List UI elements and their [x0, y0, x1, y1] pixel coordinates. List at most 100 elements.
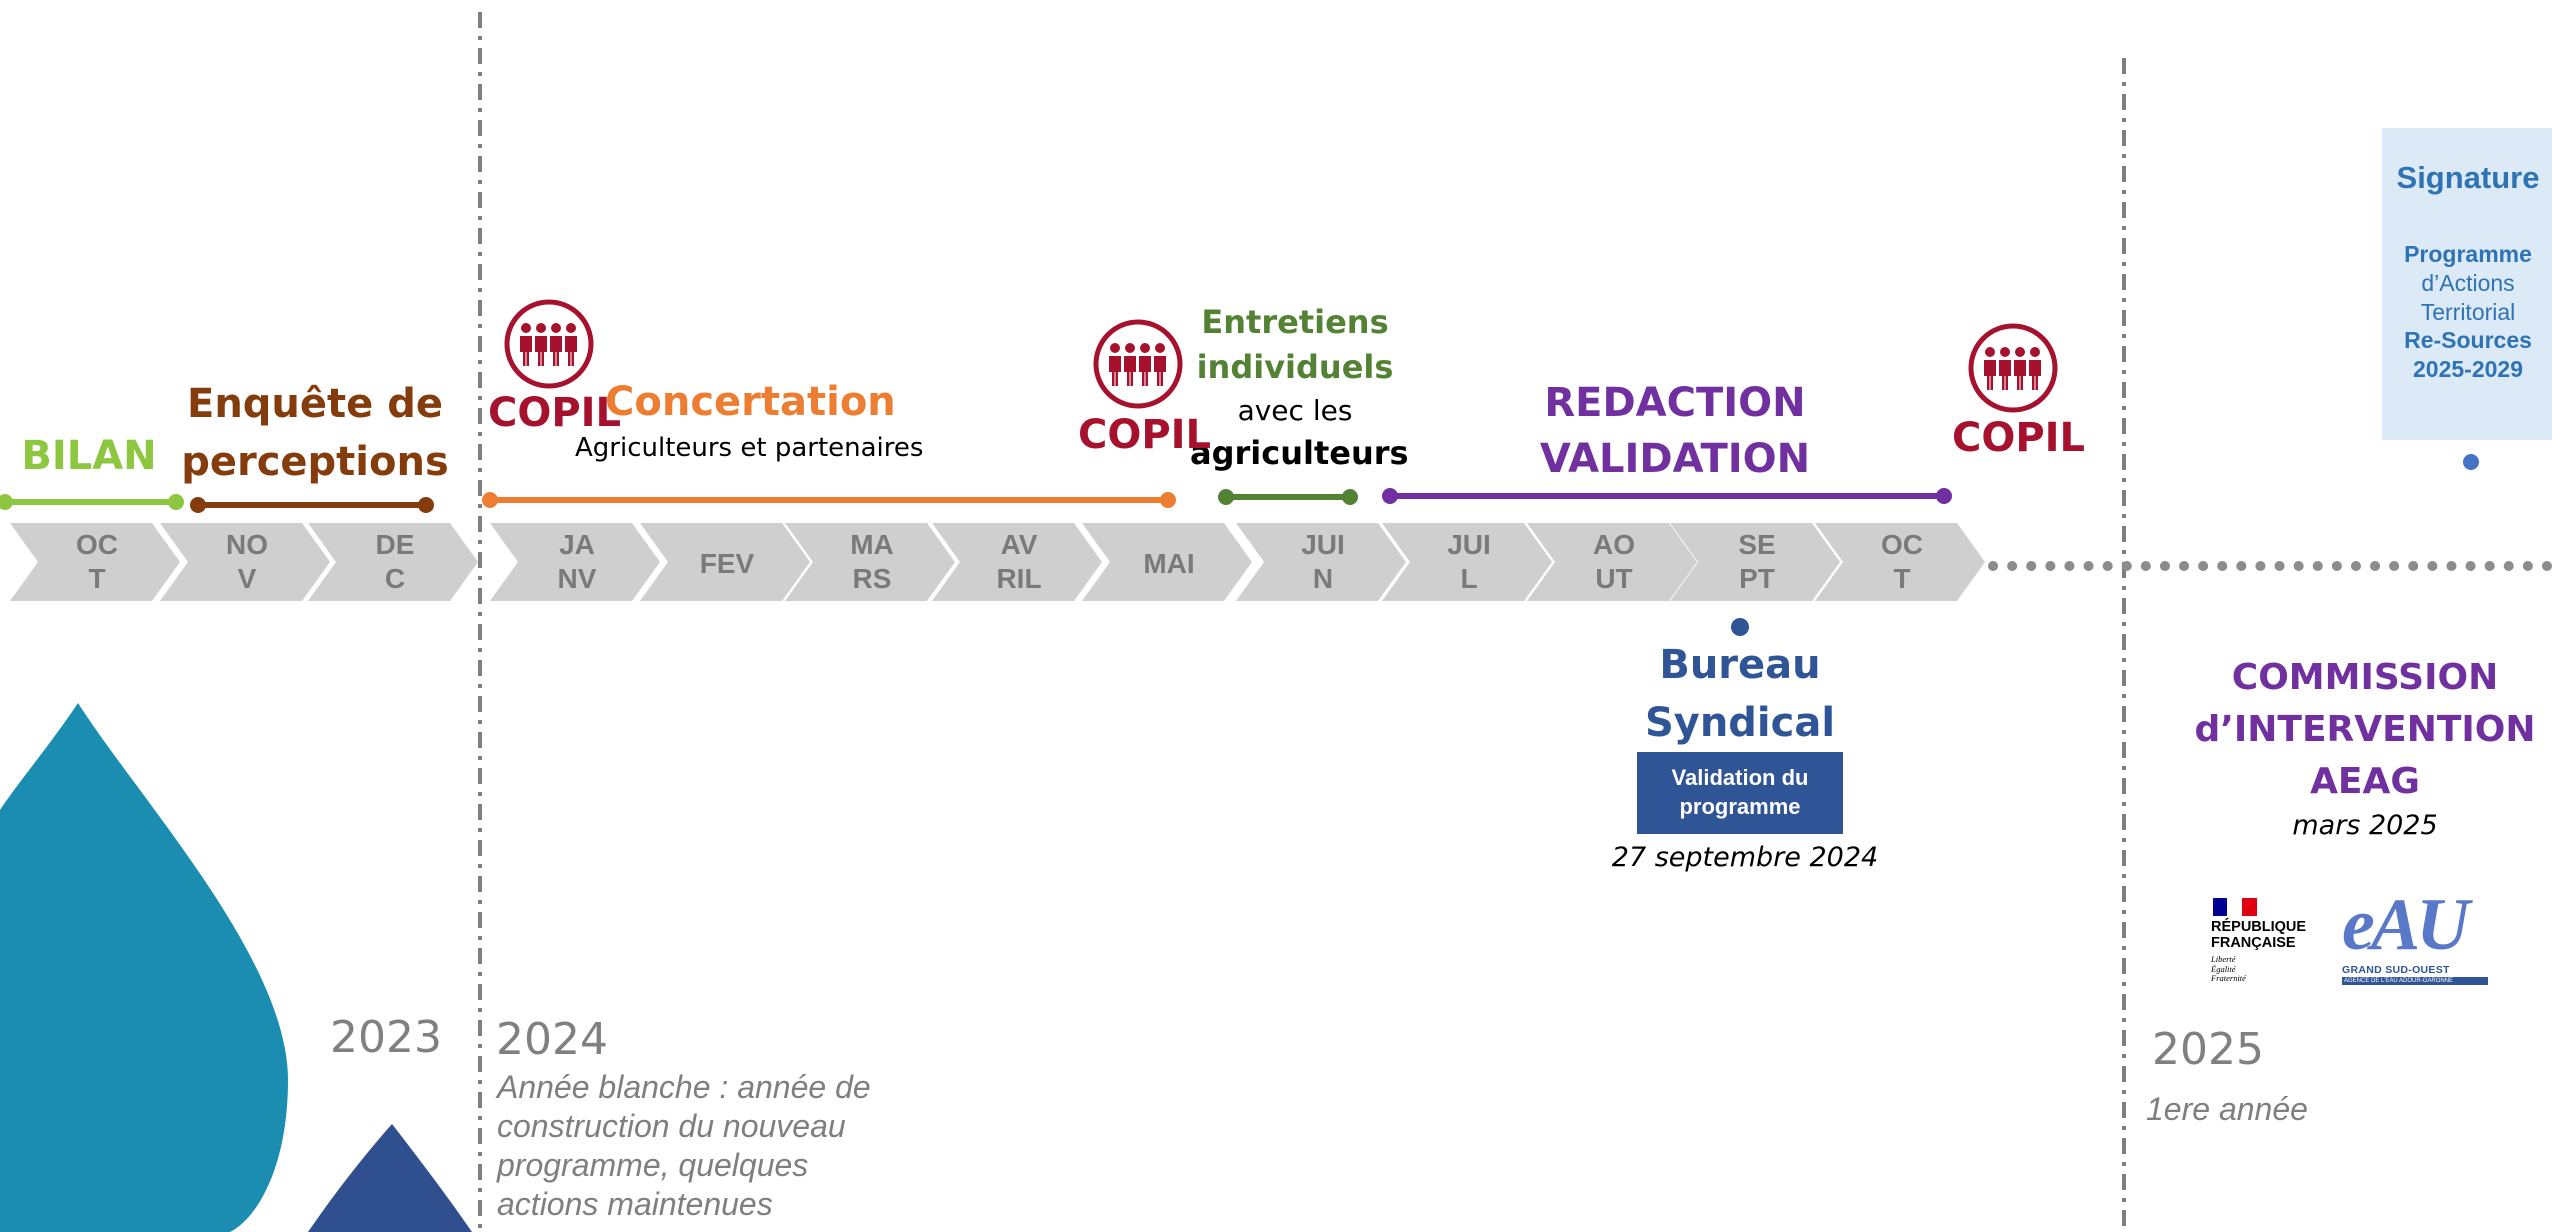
signature-line-2: d’Actions	[2421, 269, 2515, 296]
commission-line-3: AEAG	[2310, 761, 2420, 803]
rf-line-2: FRANÇAISE	[2211, 934, 2296, 951]
enquete-line-2: perceptions	[181, 439, 449, 485]
bilan-label: BILAN	[21, 433, 157, 479]
note-2024-line-4: actions maintenues	[497, 1186, 773, 1223]
month-label: DE	[376, 529, 415, 560]
note-2024-line-2: construction du nouveau	[497, 1108, 846, 1145]
copil-label-1: COPIL	[488, 390, 622, 436]
year-2025: 2025	[2152, 1024, 2264, 1075]
signature-title: Signature	[2396, 160, 2540, 195]
month-chevron: NOV	[160, 523, 330, 601]
commission-label: COMMISSION d’INTERVENTION AEAG	[2185, 652, 2545, 809]
month-label: OC	[1881, 529, 1923, 560]
entretiens-line-2: individuels	[1196, 348, 1394, 387]
marianne-flag-icon	[2213, 898, 2257, 916]
eau-grand-sud-ouest-logo: eAU GRAND SUD-OUEST AGENCE DE L’EAU ADOU…	[2342, 884, 2488, 988]
bureau-syndical-label: Bureau Syndical	[1600, 636, 1880, 752]
copil-label-2: COPIL	[1078, 412, 1212, 458]
concertation-label: Concertation	[605, 379, 896, 425]
month-chevron: DEC	[308, 523, 478, 601]
month-label: JUI	[1447, 529, 1491, 560]
rf-motto-3: Fraternité	[2211, 973, 2246, 984]
entretiens-line-1: Entretiens	[1201, 303, 1389, 341]
republique-francaise-logo: RÉPUBLIQUE FRANÇAISE Liberté Égalité Fra…	[2211, 898, 2319, 990]
month-label: T	[1893, 563, 1910, 594]
bureau-date: 27 septembre 2024	[1611, 842, 1879, 873]
year-2024: 2024	[496, 1014, 608, 1065]
signature-marker-dot	[2463, 454, 2479, 470]
month-chevron: MAI	[1082, 523, 1252, 601]
month-label: NV	[558, 563, 597, 594]
entretiens-bar	[1218, 489, 1358, 505]
copil-people-icon	[1092, 318, 1184, 410]
commission-date: mars 2025	[2292, 810, 2438, 841]
bilan-bar	[0, 494, 184, 510]
eau-line-2: AGENCE DE L’EAU ADOUR-GARONNE	[2342, 977, 2488, 985]
concertation-subtitle: Agriculteurs et partenaires	[575, 433, 924, 463]
validation-programme-box: Validation du programme	[1637, 752, 1843, 834]
month-label: SE	[1738, 529, 1775, 560]
signature-line-3: Territorial	[2420, 298, 2516, 325]
signature-box: Signature Programme d’Actions Territoria…	[2382, 128, 2552, 440]
redaction-line-2: VALIDATION	[1539, 436, 1811, 482]
month-label: RS	[853, 563, 892, 594]
month-label: NO	[226, 529, 268, 560]
enquete-bar	[190, 497, 434, 513]
teal-drop-shape	[0, 703, 288, 1232]
rf-line-1: RÉPUBLIQUE	[2211, 919, 2307, 935]
month-chevron: OCT	[1815, 523, 1985, 601]
commission-line-2: d’INTERVENTION	[2194, 709, 2536, 751]
year-2025-note: 1ere année	[2146, 1091, 2308, 1127]
entretiens-line-3: avec les	[1237, 393, 1353, 427]
copil-people-icon	[503, 298, 595, 390]
month-label: FEV	[700, 548, 755, 579]
bureau-marker-dot	[1731, 618, 1749, 636]
bureau-line-1: Bureau	[1659, 642, 1821, 688]
enquete-label: Enquête de perceptions	[180, 375, 450, 491]
signature-line-1: Programme	[2404, 241, 2532, 267]
month-label: N	[1313, 563, 1333, 594]
signature-line-5: 2025-2029	[2413, 356, 2523, 382]
month-label: L	[1460, 563, 1477, 594]
signature-text: Programme d’Actions Territorial Re-Sourc…	[2382, 240, 2552, 384]
note-2024-line-1: Année blanche : année de	[497, 1069, 871, 1105]
month-label: MAI	[1143, 548, 1194, 579]
month-label: V	[238, 563, 257, 594]
bureau-line-2: Syndical	[1644, 700, 1836, 746]
redaction-label: REDACTION VALIDATION	[1520, 375, 1830, 487]
month-label: MA	[850, 529, 894, 560]
month-label: JA	[559, 529, 595, 560]
note-2024-line-3: programme, quelques	[497, 1147, 809, 1184]
eau-wordmark: eAU	[2342, 884, 2470, 966]
concertation-bar	[482, 492, 1176, 508]
enquete-line-1: Enquête de	[187, 381, 443, 427]
navy-drop-shape	[308, 1124, 472, 1232]
commission-line-1: COMMISSION	[2231, 657, 2499, 698]
year-2024-note: Année blanche : année de construction du…	[497, 1068, 871, 1224]
validation-line-2: programme	[1679, 794, 1801, 819]
month-label: PT	[1739, 563, 1775, 594]
month-label: RIL	[996, 563, 1041, 594]
copil-people-icon	[1967, 322, 2059, 414]
entretiens-label: Entretiens individuels avec les agricult…	[1190, 300, 1409, 476]
signature-line-4: Re-Sources	[2404, 327, 2532, 354]
entretiens-line-4: agriculteurs	[1190, 433, 1409, 472]
month-label: OC	[76, 529, 118, 560]
month-label: UT	[1595, 563, 1632, 594]
month-label: JUI	[1301, 529, 1345, 560]
year-2023: 2023	[330, 1012, 442, 1063]
rf-name: RÉPUBLIQUE FRANÇAISE	[2211, 919, 2319, 952]
month-chevron: OCT	[10, 523, 180, 601]
validation-line-1: Validation du	[1671, 765, 1809, 791]
month-label: AO	[1593, 529, 1635, 560]
